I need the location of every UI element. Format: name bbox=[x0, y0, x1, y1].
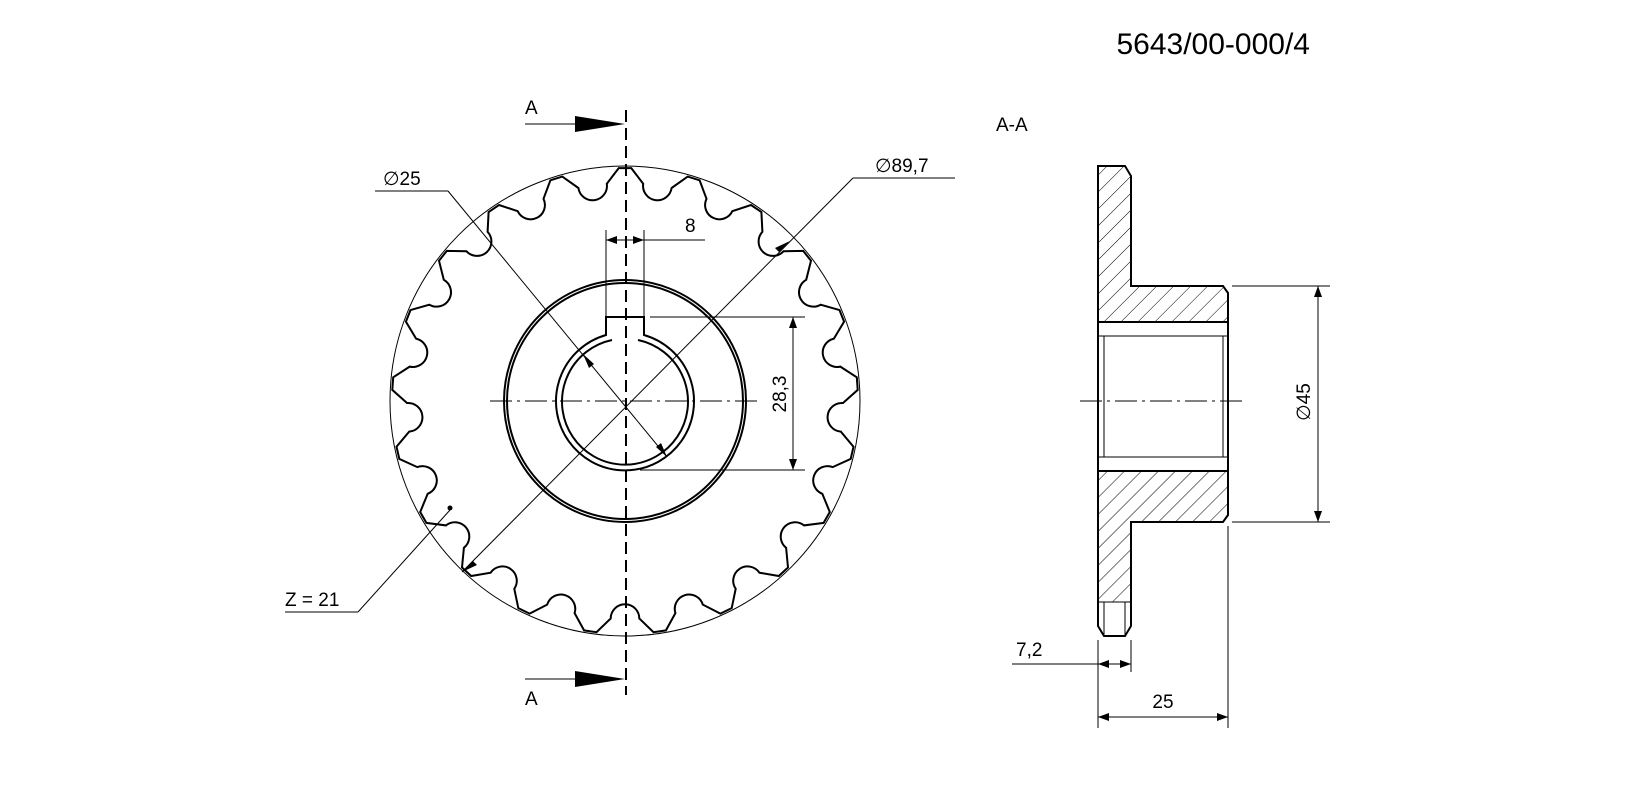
bore-diameter-leader bbox=[447, 190, 668, 458]
bore-with-keyway bbox=[555, 316, 695, 472]
section-arrow-top-head bbox=[575, 116, 625, 132]
hub-length-label: 25 bbox=[1152, 692, 1173, 713]
teeth-count-leader bbox=[357, 509, 451, 613]
section-marker-top: A bbox=[525, 98, 538, 119]
plate-thickness-arrow-1 bbox=[1098, 660, 1109, 668]
teeth-count-leader-dot bbox=[447, 505, 453, 511]
tip-diameter-arrow-1 bbox=[775, 241, 790, 252]
section-arrow-bottom-head bbox=[575, 671, 625, 687]
section-outline bbox=[1097, 165, 1229, 637]
key-width-arrow-2 bbox=[633, 236, 644, 244]
keyway-depth-arrow-1 bbox=[789, 317, 797, 328]
hub-length-arrow-1 bbox=[1098, 713, 1109, 721]
section-title: A-A bbox=[996, 115, 1028, 136]
key-width-arrow-1 bbox=[606, 236, 617, 244]
teeth-count-label: Z = 21 bbox=[285, 590, 339, 611]
bore-diameter-label: ∅25 bbox=[383, 169, 421, 190]
key-width-label: 8 bbox=[685, 216, 696, 237]
lower-section-hatch bbox=[1098, 471, 1228, 602]
hub-diameter-arrow-1 bbox=[1314, 286, 1322, 297]
keyway-depth-arrow-2 bbox=[789, 459, 797, 470]
keyway-depth-label: 28,3 bbox=[770, 376, 791, 413]
plate-thickness-label: 7,2 bbox=[1016, 640, 1042, 661]
hub-diameter-label: ∅45 bbox=[1294, 383, 1315, 421]
front-view: A A ∅25 ∅89,7 8 28,3 Z = 21 bbox=[285, 98, 955, 710]
bore-chamfer bbox=[561, 339, 689, 466]
drawing-number: 5643/00-000/4 bbox=[1116, 28, 1310, 61]
bore-diameter-arrow-1 bbox=[583, 354, 594, 368]
section-marker-bottom: A bbox=[525, 689, 538, 710]
upper-section-hatch bbox=[1098, 166, 1228, 322]
tip-diameter-arrow-2 bbox=[462, 561, 477, 572]
hub-diameter-arrow-2 bbox=[1314, 511, 1322, 522]
tip-diameter-leader bbox=[461, 177, 854, 573]
hub-length-arrow-2 bbox=[1217, 713, 1228, 721]
tip-diameter-label: ∅89,7 bbox=[875, 156, 929, 177]
section-view: A-A ∅45 7,2 bbox=[996, 115, 1330, 728]
bore-diameter-arrow-2 bbox=[656, 443, 667, 457]
plate-thickness-arrow-2 bbox=[1120, 660, 1131, 668]
